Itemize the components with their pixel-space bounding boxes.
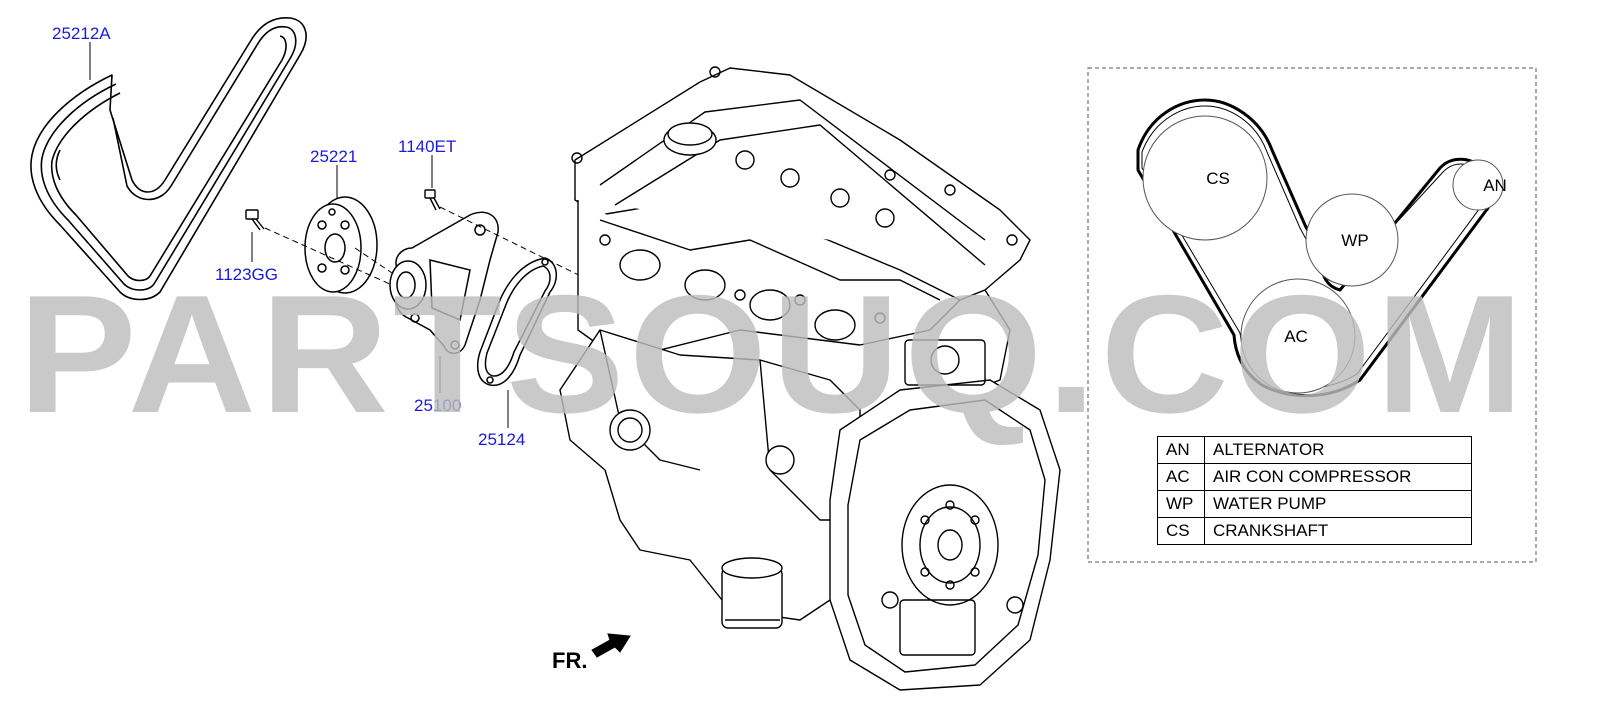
callout-leader-lines: [89, 42, 509, 428]
legend-description: ALTERNATOR: [1204, 436, 1472, 464]
callout-water-pump[interactable]: 25100: [414, 396, 461, 415]
water-pump-drawing: [389, 211, 499, 355]
front-direction-label: FR.: [552, 648, 587, 673]
arrow-icon: [591, 633, 631, 658]
callout-pump-bolt[interactable]: 1140ET: [398, 137, 456, 156]
belt-routing-inset: CS WP AN AC: [1087, 67, 1537, 563]
pulley-cs: [1142, 115, 1268, 241]
pulley-bolt-drawing: [245, 209, 265, 231]
pulley-label-an: AN: [1483, 176, 1507, 195]
pump-bolt-drawing: [424, 189, 441, 211]
pulley-legend-table: AN ALTERNATOR AC AIR CON COMPRESSOR WP W…: [1157, 436, 1472, 545]
engine-assembly-drawing: [559, 66, 1061, 691]
inset-frame: [1087, 67, 1537, 563]
callout-pulley[interactable]: 25221: [310, 147, 357, 166]
callout-belt[interactable]: 25212A: [52, 24, 111, 43]
front-direction-indicator: FR.: [552, 633, 631, 673]
pulley-label-wp: WP: [1341, 231, 1368, 250]
legend-row: WP WATER PUMP: [1157, 490, 1472, 518]
water-pump-pulley-drawing: [304, 196, 378, 294]
drive-belt-drawing: [30, 17, 307, 301]
pulley-label-ac: AC: [1284, 327, 1308, 346]
gasket-drawing: [477, 257, 557, 387]
pulley-wp: [1305, 193, 1399, 287]
callout-pulley-bolt[interactable]: 1123GG: [215, 265, 278, 284]
legend-row: AC AIR CON COMPRESSOR: [1157, 463, 1472, 491]
legend-description: CRANKSHAFT: [1204, 517, 1472, 545]
legend-description: AIR CON COMPRESSOR: [1204, 463, 1472, 491]
legend-code: WP: [1157, 490, 1205, 518]
legend-row: CS CRANKSHAFT: [1157, 517, 1472, 545]
legend-code: AC: [1157, 463, 1205, 491]
callout-gasket[interactable]: 25124: [478, 430, 525, 449]
pulley-ac: [1240, 278, 1356, 394]
watermark-text: PARTSOUQ.COM: [18, 260, 1528, 448]
legend-description: WATER PUMP: [1204, 490, 1472, 518]
legend-row: AN ALTERNATOR: [1157, 436, 1472, 464]
legend-code: CS: [1157, 517, 1205, 545]
legend-code: AN: [1157, 436, 1205, 464]
pulley-an: [1452, 159, 1504, 211]
routing-belt: [1136, 98, 1494, 398]
pulley-label-cs: CS: [1206, 169, 1230, 188]
